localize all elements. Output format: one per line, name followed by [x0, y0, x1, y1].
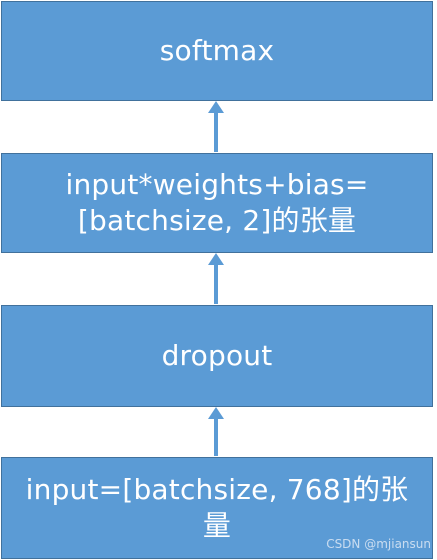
- watermark: CSDN @mjiansun: [326, 537, 431, 551]
- node-linear-label: input*weights+bias=[batchsize, 2]的张量: [65, 168, 369, 237]
- arrow-up-icon: [208, 407, 224, 456]
- node-input-label: input=[batchsize, 768]的张量: [25, 473, 409, 542]
- arrow-up-icon: [208, 253, 224, 304]
- node-linear: input*weights+bias=[batchsize, 2]的张量: [1, 153, 433, 253]
- arrow-up-icon: [208, 101, 224, 152]
- node-input: input=[batchsize, 768]的张量: [1, 457, 433, 559]
- node-dropout-label: dropout: [161, 339, 273, 372]
- node-softmax-label: softmax: [159, 34, 275, 67]
- node-dropout: dropout: [1, 305, 433, 407]
- node-softmax: softmax: [1, 1, 433, 101]
